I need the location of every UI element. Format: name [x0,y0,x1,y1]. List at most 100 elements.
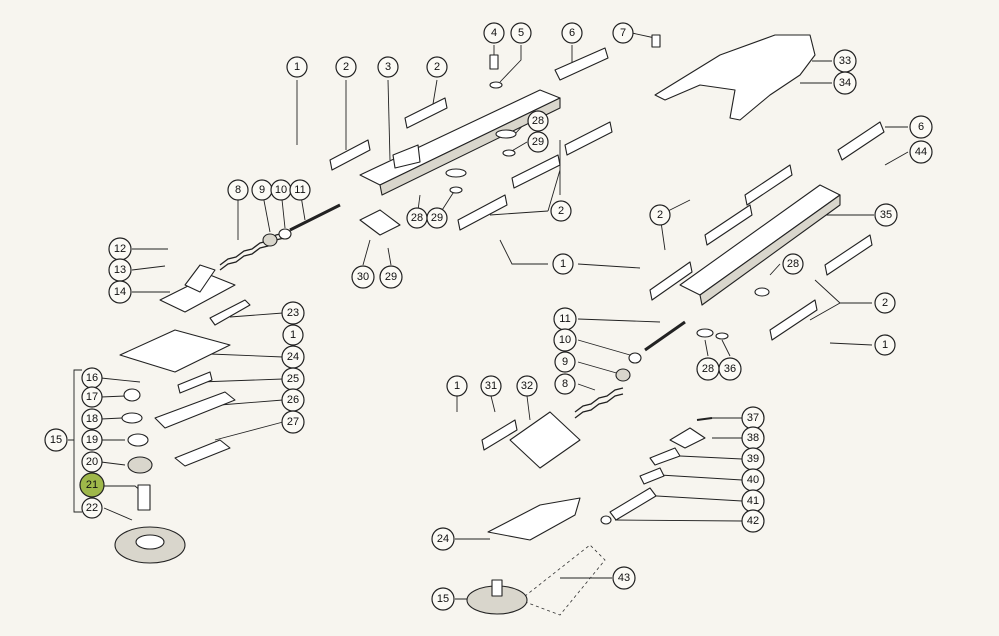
callout-30[interactable]: 30 [351,265,375,289]
washer-28c [754,287,770,297]
callout-33[interactable]: 33 [833,49,857,73]
callout-10[interactable]: 10 [553,328,577,352]
callout-6[interactable]: 6 [561,22,583,44]
rail-upper-side [379,97,561,196]
bracket-24a [119,329,231,373]
callout-6[interactable]: 6 [909,115,933,139]
svg-text:10: 10 [275,184,287,196]
callout-18[interactable]: 18 [81,408,103,430]
callout-1[interactable]: 1 [552,253,574,275]
callout-10[interactable]: 10 [270,179,292,201]
callout-20[interactable]: 20 [81,451,103,473]
callout-8[interactable]: 8 [554,373,576,395]
callout-28[interactable]: 28 [527,110,549,132]
callout-21-highlighted[interactable]: 21 [79,472,105,498]
callout-2[interactable]: 2 [874,292,896,314]
callout-34[interactable]: 34 [833,71,857,95]
svg-text:20: 20 [86,456,98,468]
callout-19[interactable]: 19 [81,429,103,451]
callout-14[interactable]: 14 [108,280,132,304]
callout-41[interactable]: 41 [741,489,765,513]
strip-2g [744,164,793,206]
parts [114,34,885,616]
callout-1[interactable]: 1 [446,375,468,397]
callout-42[interactable]: 42 [741,509,765,533]
washer-18 [121,412,143,424]
washer-29b [449,186,463,194]
callout-3[interactable]: 3 [377,56,399,78]
callout-36[interactable]: 36 [718,357,742,381]
callout-2[interactable]: 2 [550,200,572,222]
callout-38[interactable]: 38 [741,426,765,450]
callout-17[interactable]: 17 [81,386,103,408]
callout-31[interactable]: 31 [480,375,502,397]
svg-text:35: 35 [880,209,892,221]
callout-7[interactable]: 7 [612,22,634,44]
svg-text:14: 14 [114,286,126,298]
callout-12[interactable]: 12 [108,237,132,261]
svg-text:28: 28 [787,258,799,270]
clip-42 [600,515,612,525]
svg-text:22: 22 [86,502,98,514]
svg-text:25: 25 [287,373,299,385]
callout-27[interactable]: 27 [281,410,305,434]
svg-text:37: 37 [747,412,759,424]
callout-4[interactable]: 4 [483,22,505,44]
callout-8[interactable]: 8 [227,179,249,201]
callout-13[interactable]: 13 [108,258,132,282]
svg-text:10: 10 [559,334,571,346]
callout-25[interactable]: 25 [281,367,305,391]
washer-28a [495,129,517,139]
svg-text:15: 15 [437,593,449,605]
svg-text:18: 18 [86,413,98,425]
strip-2a [329,139,371,171]
plate-26 [154,391,236,429]
callout-2[interactable]: 2 [649,204,671,226]
svg-text:8: 8 [235,184,241,196]
callout-5[interactable]: 5 [510,22,532,44]
svg-text:31: 31 [485,380,497,392]
callout-29[interactable]: 29 [379,265,403,289]
callout-2[interactable]: 2 [335,56,357,78]
callout-40[interactable]: 40 [741,468,765,492]
callout-24[interactable]: 24 [281,345,305,369]
callout-23[interactable]: 23 [281,301,305,325]
callout-28[interactable]: 28 [406,207,428,229]
bracket-14-up [184,264,216,293]
callout-44[interactable]: 44 [909,140,933,164]
callout-26[interactable]: 26 [281,388,305,412]
callout-11[interactable]: 11 [553,307,577,331]
callout-35[interactable]: 35 [874,203,898,227]
callout-1[interactable]: 1 [874,334,896,356]
callout-9[interactable]: 9 [554,351,576,373]
callout-43[interactable]: 43 [612,566,636,590]
svg-text:28: 28 [532,115,544,127]
callout-29[interactable]: 29 [426,207,448,229]
svg-text:16: 16 [86,372,98,384]
link-39 [649,447,681,466]
callout-32[interactable]: 32 [516,375,538,397]
svg-text:27: 27 [287,416,299,428]
rail-35 [679,184,841,296]
callout-39[interactable]: 39 [741,447,765,471]
callout-29[interactable]: 29 [527,131,549,153]
callout-28[interactable]: 28 [696,357,720,381]
svg-text:7: 7 [620,27,626,39]
callout-37[interactable]: 37 [741,406,765,430]
callout-15[interactable]: 15 [431,587,455,611]
callout-24[interactable]: 24 [431,527,455,551]
callout-1[interactable]: 1 [282,324,304,346]
callout-28[interactable]: 28 [782,253,804,275]
callout-22[interactable]: 22 [81,497,103,519]
callout-1[interactable]: 1 [286,56,308,78]
strip-2e [564,121,613,156]
svg-text:34: 34 [839,77,851,89]
callout-2[interactable]: 2 [426,56,448,78]
shaft-21 [137,484,151,511]
callout-16[interactable]: 16 [81,367,103,389]
callout-11[interactable]: 11 [289,179,311,201]
svg-text:1: 1 [290,329,296,341]
callout-15[interactable]: 15 [44,428,68,452]
callout-9[interactable]: 9 [251,179,273,201]
